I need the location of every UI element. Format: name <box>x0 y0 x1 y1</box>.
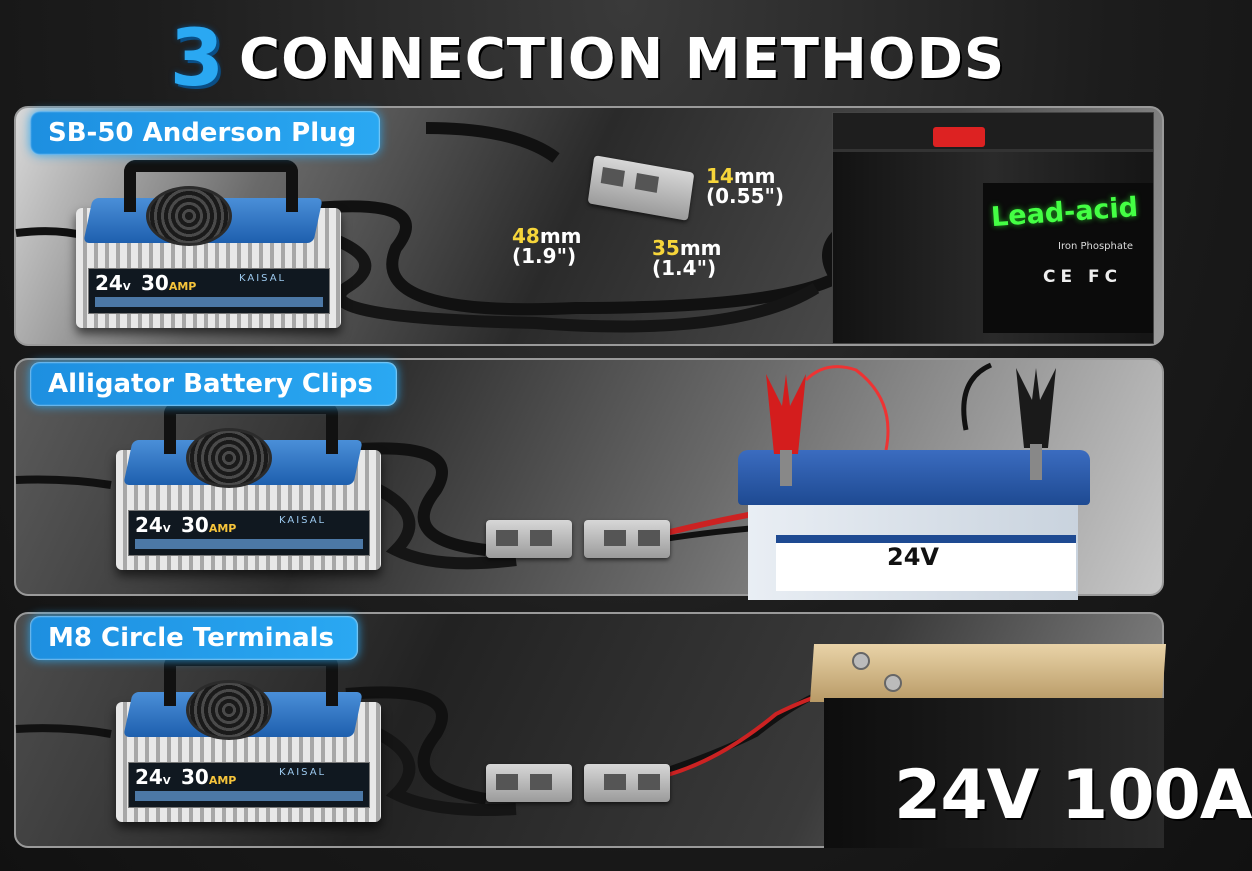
lead-acid-battery-image: Lead-acid Iron Phosphate CE FC <box>832 112 1154 344</box>
charger-plate: 24V 30AMP KAISAL <box>88 268 330 314</box>
charger-image-2: 24V 30AMP KAISAL <box>116 400 386 585</box>
dimension-48mm: 48mm (1.9") <box>512 226 582 266</box>
charger-voltage: 24 <box>135 765 163 789</box>
anderson-plug-icon <box>486 520 572 558</box>
dim-35-value: 35 <box>652 236 680 260</box>
dim-35-inch: (1.4") <box>652 256 717 280</box>
dim-35-unit: mm <box>679 236 722 260</box>
black-clamp-icon <box>1016 368 1056 480</box>
title-text: CONNECTION METHODS <box>239 26 1006 92</box>
dim-48-unit: mm <box>539 224 582 248</box>
handle-icon <box>124 160 298 212</box>
charger-amps-unit: AMP <box>208 522 237 535</box>
red-clamp-icon <box>766 374 806 486</box>
terminal-cap-icon <box>933 127 985 147</box>
dim-48-value: 48 <box>512 224 540 248</box>
anderson-plug-icon <box>584 764 670 802</box>
method-panel-m8: 24V 30AMP KAISAL 24V 100A M8 Circle Term… <box>14 612 1252 848</box>
battery-sub-label: Iron Phosphate <box>1058 241 1134 252</box>
dimension-14mm: 14mm (0.55") <box>706 166 784 206</box>
handle-icon <box>164 402 338 454</box>
charger-brand: KAISAL <box>239 273 287 284</box>
method-panel-anderson: 24V 30AMP KAISAL 14mm (0.55") 48mm (1.9"… <box>14 106 1164 346</box>
anderson-plug-icon <box>486 764 572 802</box>
certification-marks: CE FC <box>1043 267 1123 287</box>
m8-terminal-icon <box>884 674 902 692</box>
dimension-35mm: 35mm (1.4") <box>652 238 722 278</box>
charger-voltage-unit: V <box>162 776 171 787</box>
dim-14-unit: mm <box>733 164 776 188</box>
battery-type-label: Lead-acid <box>990 191 1139 234</box>
charger-amps: 30 <box>141 271 169 295</box>
charger-image-3: 24V 30AMP KAISAL <box>116 652 386 837</box>
charger-voltage: 24 <box>135 513 163 537</box>
charger-strip <box>95 297 323 307</box>
dim-48-inch: (1.9") <box>512 244 577 268</box>
charger-image: 24V 30AMP KAISAL <box>76 158 346 343</box>
method-panel-alligator: 24V 30AMP KAISAL 24V Alligator Battery C… <box>14 358 1164 600</box>
handle-icon <box>164 654 338 706</box>
lithium-battery-image: 24V 100A <box>809 644 1252 848</box>
charger-voltage-unit: V <box>162 524 171 535</box>
charger-voltage-unit: V <box>122 282 131 293</box>
charger-voltage: 24 <box>95 271 123 295</box>
method-label-anderson: SB-50 Anderson Plug <box>30 111 381 155</box>
dim-14-value: 14 <box>706 164 734 188</box>
fan-icon <box>186 680 272 740</box>
charger-amps: 30 <box>181 513 209 537</box>
charger-amps-unit: AMP <box>208 774 237 787</box>
title-number: 3 <box>169 14 225 104</box>
m8-terminal-icon <box>852 652 870 670</box>
battery-capacity-label: 24V 100A <box>894 756 1252 835</box>
charger-amps: 30 <box>181 765 209 789</box>
charger-amps-unit: AMP <box>168 280 197 293</box>
dim-14-inch: (0.55") <box>706 184 785 208</box>
anderson-plug-icon <box>584 520 670 558</box>
method-label-alligator: Alligator Battery Clips <box>30 362 397 406</box>
fan-icon <box>186 428 272 488</box>
charger-brand: KAISAL <box>279 515 327 526</box>
fan-icon <box>146 186 232 246</box>
method-label-m8: M8 Circle Terminals <box>30 616 359 660</box>
battery-voltage-label: 24V <box>887 543 939 571</box>
charger-brand: KAISAL <box>279 767 327 778</box>
